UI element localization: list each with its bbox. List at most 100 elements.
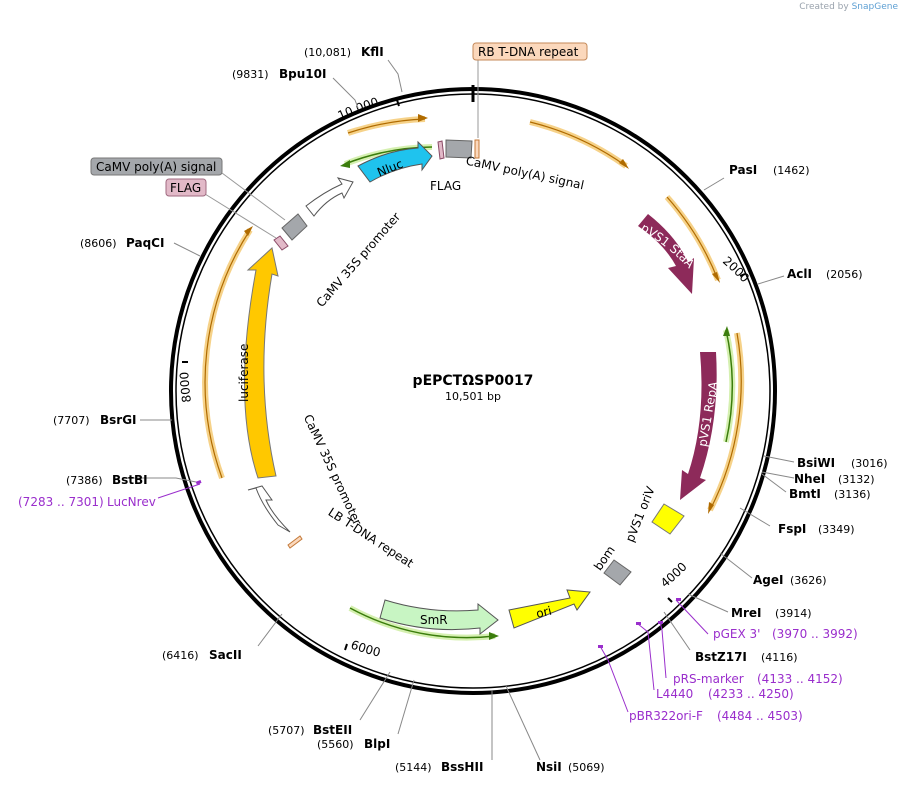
bstbi-name[interactable]: BstBI	[112, 473, 148, 487]
kfli-name[interactable]: KflI	[361, 45, 384, 59]
primer-leaders	[157, 483, 709, 713]
nhei-name[interactable]: NheI	[794, 472, 825, 486]
kfli-leader	[387, 59, 403, 93]
orf-arc-1	[529, 121, 627, 167]
bstz17i-position: (4116)	[761, 651, 798, 664]
prs-marker-mark[interactable]	[658, 621, 663, 624]
ori-arrow[interactable]	[508, 589, 591, 629]
orf-arc-1-head	[619, 159, 629, 169]
bstz17i-name[interactable]: BstZ17I	[695, 650, 747, 664]
prs-marker-leader	[659, 621, 667, 679]
pbr322ori-f-leader	[599, 645, 629, 713]
lucnrev-mark[interactable]	[195, 480, 202, 485]
nhei-leader	[761, 471, 795, 479]
plasmid-length: 10,501 bp	[445, 390, 501, 403]
fspi-position: (3349)	[818, 523, 855, 536]
lucnrev-name[interactable]: LucNrev	[107, 495, 156, 509]
green-arc-1	[344, 146, 433, 165]
bmti-leader	[761, 473, 787, 493]
pgex3-mark[interactable]	[676, 598, 681, 601]
agei-name[interactable]: AgeI	[753, 573, 783, 587]
nsii-name[interactable]: NsiI	[536, 760, 562, 774]
blpi-position: (5560)	[317, 738, 354, 751]
pvs1-repa-label: pVS1 RepA	[695, 380, 720, 448]
lb-repeat-mark[interactable]	[287, 535, 303, 549]
smr-arrow[interactable]	[379, 599, 499, 636]
bom-box[interactable]	[603, 559, 632, 586]
sacii-name[interactable]: SacII	[209, 648, 242, 662]
prs-marker-name[interactable]: pRS-marker	[673, 672, 744, 686]
pvs1-oriv-box[interactable]	[651, 503, 685, 535]
orf-arc-5-head	[244, 226, 253, 236]
bstbi-leader	[124, 477, 197, 483]
lb-repeat-label: LB T-DNA repeat	[326, 505, 417, 571]
pasi-name[interactable]: PasI	[729, 163, 757, 177]
bpu10i-name[interactable]: Bpu10I	[279, 67, 326, 81]
l4440-name[interactable]: L4440	[656, 687, 693, 701]
flag-left-mark[interactable]	[273, 235, 289, 251]
tick-6000: 6000	[349, 638, 382, 660]
tick-mark-10000	[396, 99, 400, 107]
bsteii-leader	[359, 671, 391, 721]
camv35s-upper-arrow[interactable]	[305, 177, 354, 217]
tick-10000: 10,000	[336, 95, 381, 123]
pgex3-name[interactable]: pGEX 3'	[713, 627, 760, 641]
bmti-name[interactable]: BmtI	[789, 487, 821, 501]
nluc-arrow[interactable]	[357, 140, 433, 183]
green-arc-2	[725, 329, 733, 443]
l4440-mark[interactable]	[636, 622, 641, 625]
bsteii-position: (5707)	[268, 724, 305, 737]
plasmid-title: pEPCTΩSP0017	[413, 373, 534, 389]
pbr322ori-f-name[interactable]: pBR322ori-F	[629, 709, 703, 723]
flag-box[interactable]	[165, 178, 207, 197]
backbone	[169, 85, 777, 695]
pbr322ori-f-mark[interactable]	[598, 645, 603, 648]
nsii-leader	[505, 685, 541, 761]
bpu10i-position: (9831)	[232, 68, 269, 81]
enzyme-leaders	[124, 59, 795, 761]
mrei-leader	[687, 593, 729, 613]
bsteii-name[interactable]: BstEII	[313, 723, 352, 737]
bmti-position: (3136)	[834, 488, 871, 501]
bsiwi-name[interactable]: BsiWI	[797, 456, 835, 470]
mrei-position: (3914)	[775, 607, 812, 620]
fspi-name[interactable]: FspI	[778, 522, 806, 536]
snapgene-brand[interactable]: SnapGene	[851, 2, 898, 12]
mrei-name[interactable]: MreI	[731, 606, 761, 620]
rb-repeat-mark[interactable]	[474, 139, 480, 159]
primer-labels: (7283 .. 7301) LucNrev pGEX 3' (3970 .. …	[18, 495, 858, 723]
orf-arc-4-glow	[347, 116, 426, 136]
green-arc-3-head	[489, 632, 499, 640]
camv-polya-box[interactable]	[90, 157, 223, 176]
enzyme-labels: (10,081) KflI (9831) Bpu10I PasI (1462) …	[53, 45, 888, 774]
agei-leader	[719, 552, 753, 579]
orf-arc-5	[204, 229, 251, 479]
bsrgi-name[interactable]: BsrGI	[100, 413, 137, 427]
sacii-position: (6416)	[162, 649, 199, 662]
rb-repeat-box-text: RB T-DNA repeat	[478, 45, 579, 59]
acli-leader	[757, 275, 785, 285]
pgex3-range: (3970 .. 3992)	[772, 627, 858, 641]
blpi-name[interactable]: BlpI	[364, 737, 390, 751]
orf-arc-3-head	[708, 502, 714, 514]
camv35s-lower-arrow[interactable]	[247, 485, 291, 533]
rb-repeat-box[interactable]	[472, 42, 588, 61]
camv-polya-left-box[interactable]	[281, 213, 308, 241]
pbr322ori-f-range: (4484 .. 4503)	[717, 709, 803, 723]
flag-right-label: FLAG	[430, 179, 461, 193]
pvs1-repa-arrow[interactable]	[680, 352, 717, 500]
tick-8000: 8000	[177, 371, 194, 403]
bsrgi-position: (7707)	[53, 414, 90, 427]
credit-prefix: Created by	[799, 2, 849, 12]
paqci-name[interactable]: PaqCI	[126, 236, 164, 250]
flag-right-mark[interactable]	[437, 140, 445, 160]
luciferase-arrow[interactable]	[243, 247, 279, 479]
bsshii-name[interactable]: BssHII	[441, 760, 483, 774]
camv-polya-top-box[interactable]	[445, 139, 473, 159]
tick-2000: 2000	[720, 254, 752, 285]
acli-name[interactable]: AclI	[787, 267, 812, 281]
camv-polya-box-text: CaMV poly(A) signal	[96, 160, 216, 174]
nsii-position: (5069)	[568, 761, 605, 774]
pvs1-staa-arrow[interactable]	[638, 214, 694, 294]
